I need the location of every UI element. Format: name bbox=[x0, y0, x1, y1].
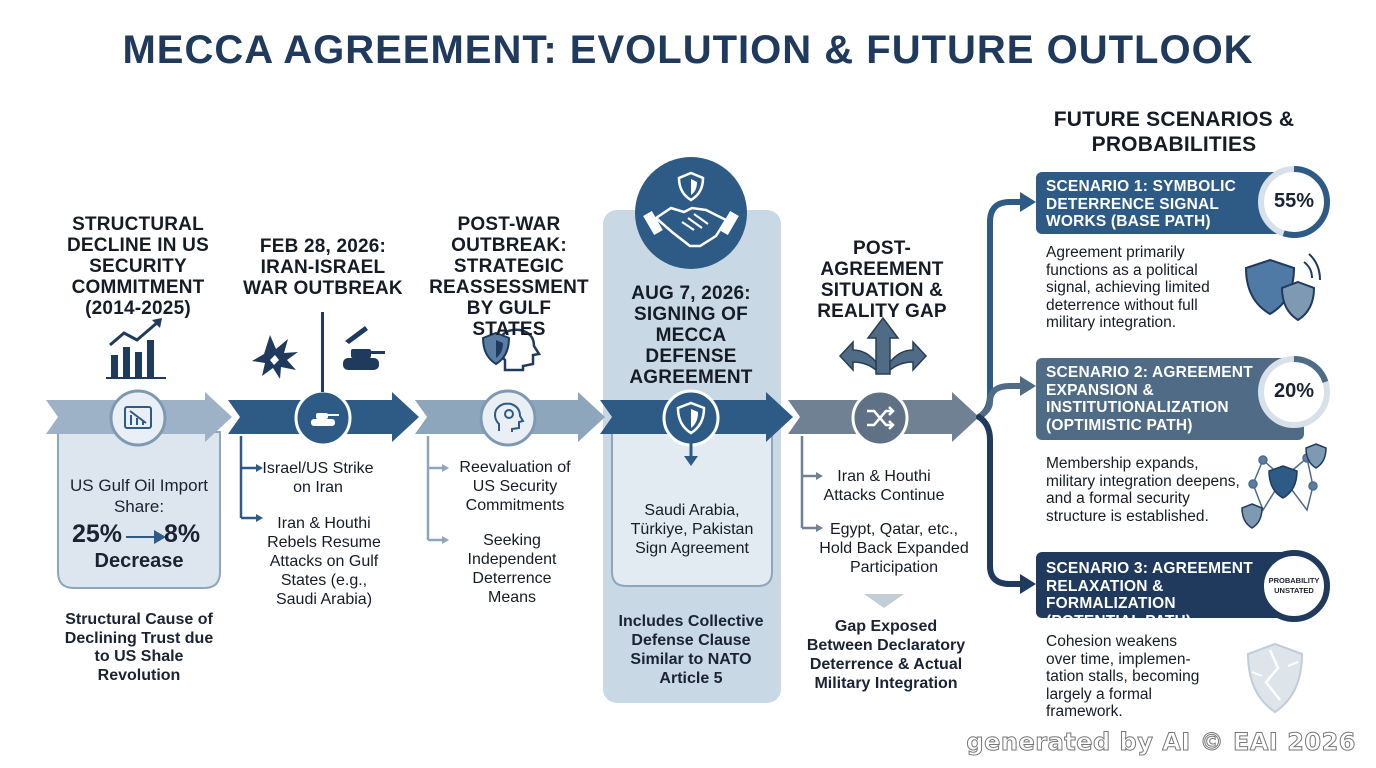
scenario1-description: Agreement primarily functions as a polit… bbox=[1046, 244, 1210, 331]
probability-ring-1 bbox=[1258, 166, 1330, 238]
stage1-stat-from: 25% bbox=[72, 520, 123, 548]
handshake-shield-icon bbox=[635, 157, 747, 269]
stage4-title: AUG 7, 2026: SIGNING OF MECCA DEFENSE AG… bbox=[629, 283, 753, 388]
stage2-title: FEB 28, 2026: IRAN-ISRAEL WAR OUTBREAK bbox=[243, 236, 403, 299]
scenario3-header-bar bbox=[1036, 552, 1304, 618]
stage1-title: STRUCTURAL DECLINE IN US SECURITY COMMIT… bbox=[67, 214, 209, 319]
scenario3-probability: PROBABILITY UNSTATED bbox=[1268, 576, 1320, 595]
shields-signal-icon bbox=[1244, 253, 1321, 322]
stage3-bullet-2: Seeking Independent Deterrence Means bbox=[467, 532, 557, 606]
scenario2-description: Membership expands, military integration… bbox=[1046, 455, 1240, 525]
probability-ring-3 bbox=[1258, 550, 1330, 622]
scenario3-header: SCENARIO 3: AGREEMENT RELAXATION & FORMA… bbox=[1046, 560, 1253, 630]
scenario-branch-connectors bbox=[976, 199, 1027, 587]
stage1-stat-note: Decrease bbox=[94, 550, 184, 572]
explosion-tank-missile-icon bbox=[252, 312, 385, 392]
stage4-inner-panel bbox=[611, 431, 773, 587]
scenario3-description: Cohesion weakens over time, implemen- ta… bbox=[1046, 633, 1200, 720]
tank-icon bbox=[311, 413, 339, 426]
stage3-bullet-1: Reevaluation of US Security Commitments bbox=[459, 459, 571, 514]
shield-network-icon bbox=[1241, 443, 1327, 529]
stage4-signatories: Saudi Arabia, Türkiye, Pakistan Sign Agr… bbox=[630, 502, 754, 557]
stage5-title: POST-AGREEMENT SITUATION & REALITY GAP bbox=[817, 238, 947, 322]
stage1-stat-to: 8% bbox=[164, 520, 201, 548]
stage5-bullet-2: Egypt, Qatar, etc., Hold Back Expanded P… bbox=[819, 521, 969, 576]
stage5-footnote: Gap Exposed Between Declaratory Deterren… bbox=[806, 618, 966, 692]
stage1-panel bbox=[57, 431, 221, 589]
stage2-bullet-2: Iran & Houthi Rebels Resume Attacks on G… bbox=[267, 515, 381, 608]
watermark-text: generated by AI © EAI 2026 bbox=[966, 728, 1356, 757]
scenario2-header: SCENARIO 2: AGREEMENT EXPANSION & INSTIT… bbox=[1046, 364, 1253, 434]
head-shield-icon bbox=[481, 328, 542, 372]
stage1-stat-arrow bbox=[126, 530, 166, 544]
scenario2-header-bar bbox=[1036, 358, 1304, 440]
shield-icon bbox=[676, 401, 706, 435]
cracked-shield-icon bbox=[1246, 642, 1304, 714]
growth-chart-icon bbox=[106, 318, 166, 379]
diverging-arrows-icon bbox=[838, 316, 928, 375]
stage3-title: POST-WAR OUTBREAK: STRATEGIC REASSESSMEN… bbox=[429, 214, 589, 340]
declining-chart-icon bbox=[124, 406, 152, 429]
scenario1-header: SCENARIO 1: SYMBOLIC DETERRENCE SIGNAL W… bbox=[1046, 178, 1237, 230]
stage5-bullet-1: Iran & Houthi Attacks Continue bbox=[823, 468, 945, 504]
stage4-footnote: Includes Collective Defense Clause Simil… bbox=[618, 613, 764, 687]
shuffle-icon bbox=[867, 406, 895, 430]
scenario2-probability: 20% bbox=[1273, 380, 1315, 402]
page-title: MECCA AGREEMENT: EVOLUTION & FUTURE OUTL… bbox=[122, 28, 1254, 72]
probability-ring-2 bbox=[1258, 356, 1330, 428]
stage2-bullet-1: Israel/US Strike on Iran bbox=[262, 460, 374, 496]
future-title: FUTURE SCENARIOS & PROBABILITIES bbox=[1053, 108, 1295, 156]
stage1-stat-label: US Gulf Oil Import Share: bbox=[70, 476, 208, 516]
scenario1-header-bar bbox=[1036, 172, 1304, 234]
scenario1-probability: 55% bbox=[1273, 190, 1315, 212]
head-gear-icon bbox=[494, 402, 525, 432]
gap-down-triangle bbox=[864, 594, 904, 608]
stage1-footnote: Structural Cause of Declining Trust due … bbox=[64, 611, 214, 684]
